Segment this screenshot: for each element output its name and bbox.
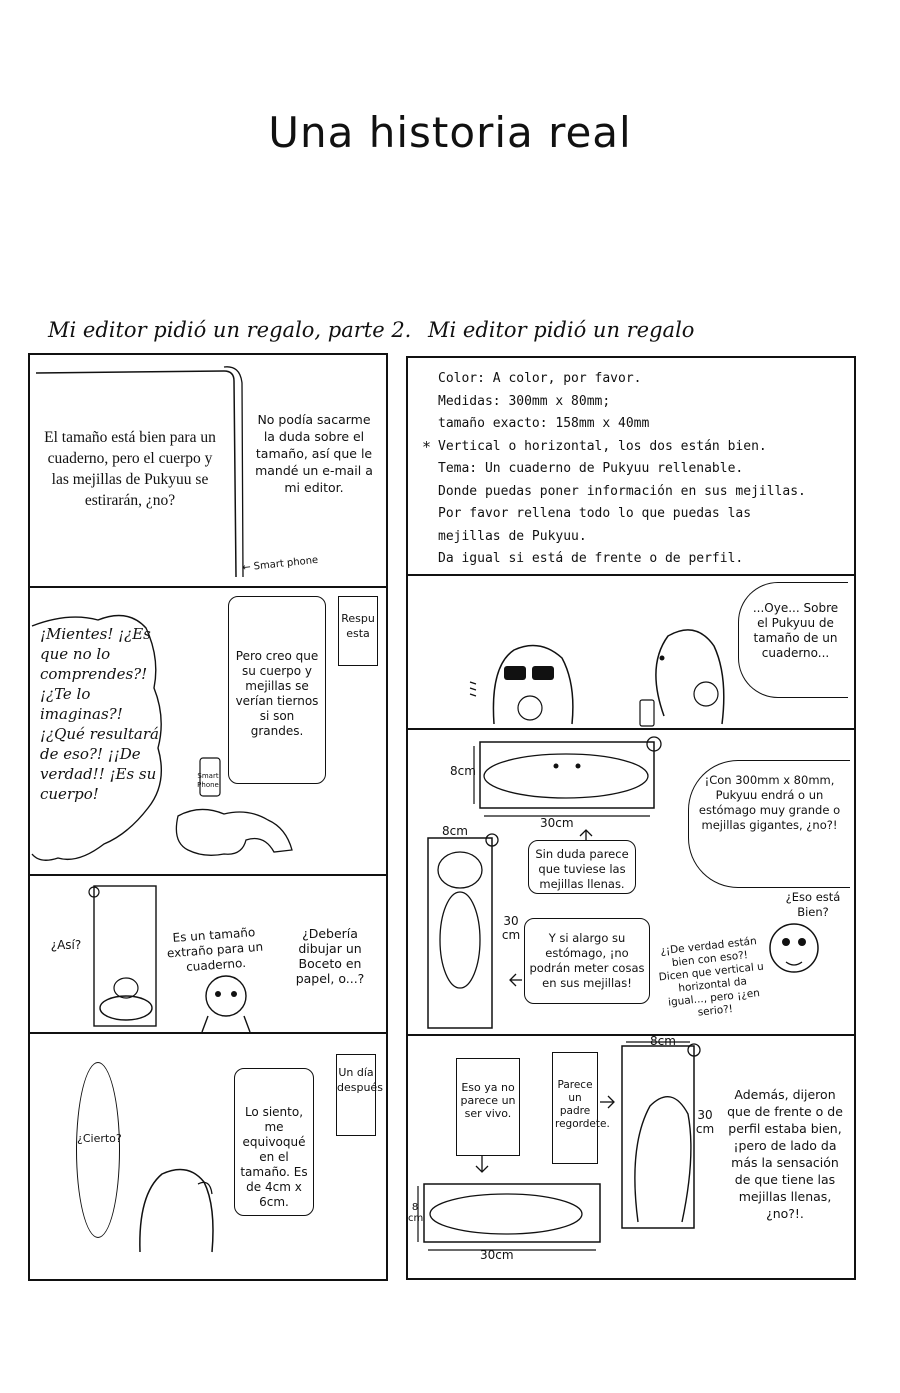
right-panel-2: ...Oye... Sobre el Pukyuu de tamaño de u…: [406, 576, 856, 728]
speech-draw-sketch: ¿Debería dibujar un Boceto en papel, o..…: [295, 926, 365, 986]
speech-strange-size: Es un tamaño extraño para un cuaderno.: [166, 925, 264, 975]
right-panel-1: Color: A color, por favor. Medidas: 300m…: [406, 356, 856, 574]
phone-sketch-drawing: [88, 885, 251, 1033]
request-line: Da igual si está de frente o de perfil.: [438, 551, 744, 566]
narration-side-view: Además, dijeron que de frente o de perfi…: [727, 1087, 843, 1221]
question-text: ¿Así?: [50, 938, 82, 952]
dim-top-label: 8cm: [650, 1034, 676, 1048]
shout-cloud-drawing: [31, 614, 293, 861]
left-panel-3: ¿Así? Es un tamaño extraño para un cuade…: [28, 876, 388, 1033]
request-line: Donde puedas poner información en sus me…: [438, 483, 806, 499]
notebook-sketches-drawing: [427, 736, 819, 1029]
apology-bubble: Lo siento, me equivoqué en el tamaño. Es…: [234, 1068, 314, 1216]
dim-side-label: 30 cm: [695, 1108, 715, 1136]
request-line: mejillas de Pukyuu.: [438, 528, 587, 544]
right-panel-4: Eso ya no parece un ser vivo. Parece un …: [406, 1034, 856, 1280]
pukyuu-notebook-drawing: [417, 1041, 701, 1251]
request-lines: Color: A color, por favor. Medidas: 300m…: [438, 368, 806, 571]
speech-is-ok: ¿Eso está Bien?: [785, 890, 841, 919]
narration-size: El tamaño está bien para un cuaderno, pe…: [44, 429, 216, 509]
time-tag-text: Un día después: [337, 1066, 383, 1094]
box-not-alive-text: Eso ya no parece un ser vivo.: [460, 1081, 516, 1120]
request-line: Por favor rellena todo lo que puedas las: [438, 506, 752, 521]
left-panel-2: ¡Mientes! ¡¿Es que no lo comprendes?! ¡¿…: [28, 588, 388, 874]
right-panel-3: 8cm 30cm 8cm 30 cm Sin duda parece que t…: [406, 730, 856, 1034]
request-line: tamaño exacto: 158mm x 40mm: [438, 416, 650, 431]
bubble-cheeks: Sin duda parece que tuviese las mejillas…: [528, 840, 636, 894]
speech-hey: ...Oye... Sobre el Pukyuu de tamaño de u…: [738, 582, 848, 698]
dim-left-label: 8 cm: [408, 1202, 424, 1224]
phone-label: Smart Phone: [197, 772, 219, 789]
apology-bubble-text: Lo siento, me equivoqué en el tamaño. Es…: [240, 1105, 308, 1209]
divider: [30, 586, 386, 588]
left-panel-4: ¿Cierto? Lo siento, me equivoqué en el t…: [28, 1034, 388, 1280]
caption-email: No podía sacarme la duda sobre el tamaño…: [255, 412, 373, 495]
shout-text: ¡Mientes! ¡¿Es que no lo comprendes?! ¡¿…: [40, 625, 159, 803]
divider: [408, 574, 854, 576]
divider: [30, 1032, 386, 1034]
request-line: Vertical o horizontal, los dos están bie…: [438, 438, 767, 454]
speech-big-stomach-text: ¡Con 300mm x 80mm, Pukyuu endrá o un est…: [698, 773, 841, 832]
reply-bubble-text: Pero creo que su cuerpo y mejillas se ve…: [235, 649, 319, 738]
right-column-heading: Mi editor pidió un regalo: [428, 318, 695, 342]
divider: [30, 874, 386, 876]
speech-oval-text: ¿Cierto?: [77, 1132, 122, 1145]
character-back-drawing: [139, 1168, 214, 1253]
page-title: Una historia real: [268, 108, 632, 157]
box-not-alive: Eso ya no parece un ser vivo.: [456, 1058, 520, 1156]
speech-hey-text: ...Oye... Sobre el Pukyuu de tamaño de u…: [752, 601, 839, 660]
reply-tag-text: Respuesta: [341, 612, 375, 640]
dim-width-label: 30cm: [540, 816, 574, 830]
left-column-heading: Mi editor pidió un regalo, parte 2.: [48, 318, 412, 342]
asterisk-bullet: *: [422, 438, 432, 456]
reply-tag: Respuesta: [338, 596, 378, 666]
dim-side-label: 30 cm: [501, 914, 521, 942]
request-line: Medidas: 300mm x 80mm;: [438, 393, 611, 409]
dim-height-label: 8cm: [450, 764, 476, 778]
phone-frame-drawing: [35, 366, 244, 578]
dim-top-label: 8cm: [442, 824, 468, 838]
box-chubby-dad: Parece un padre regordete.: [552, 1052, 610, 1164]
reply-bubble: Pero creo que su cuerpo y mejillas se ve…: [228, 596, 326, 784]
bubble-stomach: Y si alargo su estómago, ¡no podrán mete…: [524, 918, 650, 1004]
left-panel-1: El tamaño está bien para un cuaderno, pe…: [28, 353, 388, 587]
speech-serious: ¿¡De verdad están bien con eso?! Dicen q…: [658, 935, 765, 1019]
bubble-cheeks-text: Sin duda parece que tuviese las mejillas…: [535, 847, 629, 891]
box-chubby-dad-text: Parece un padre regordete.: [555, 1079, 610, 1130]
two-characters-drawing: [469, 629, 725, 727]
dim-bottom-label: 30cm: [480, 1248, 514, 1262]
divider: [408, 728, 854, 730]
request-line: Color: A color, por favor.: [438, 371, 642, 386]
bubble-stomach-text: Y si alargo su estómago, ¡no podrán mete…: [529, 931, 645, 990]
time-tag: Un día después: [336, 1054, 383, 1136]
speech-big-stomach: ¡Con 300mm x 80mm, Pukyuu endrá o un est…: [688, 760, 850, 888]
divider: [408, 1034, 854, 1036]
request-line: Tema: Un cuaderno de Pukyuu rellenable.: [438, 461, 744, 476]
speech-oval: ¿Cierto?: [76, 1062, 122, 1238]
